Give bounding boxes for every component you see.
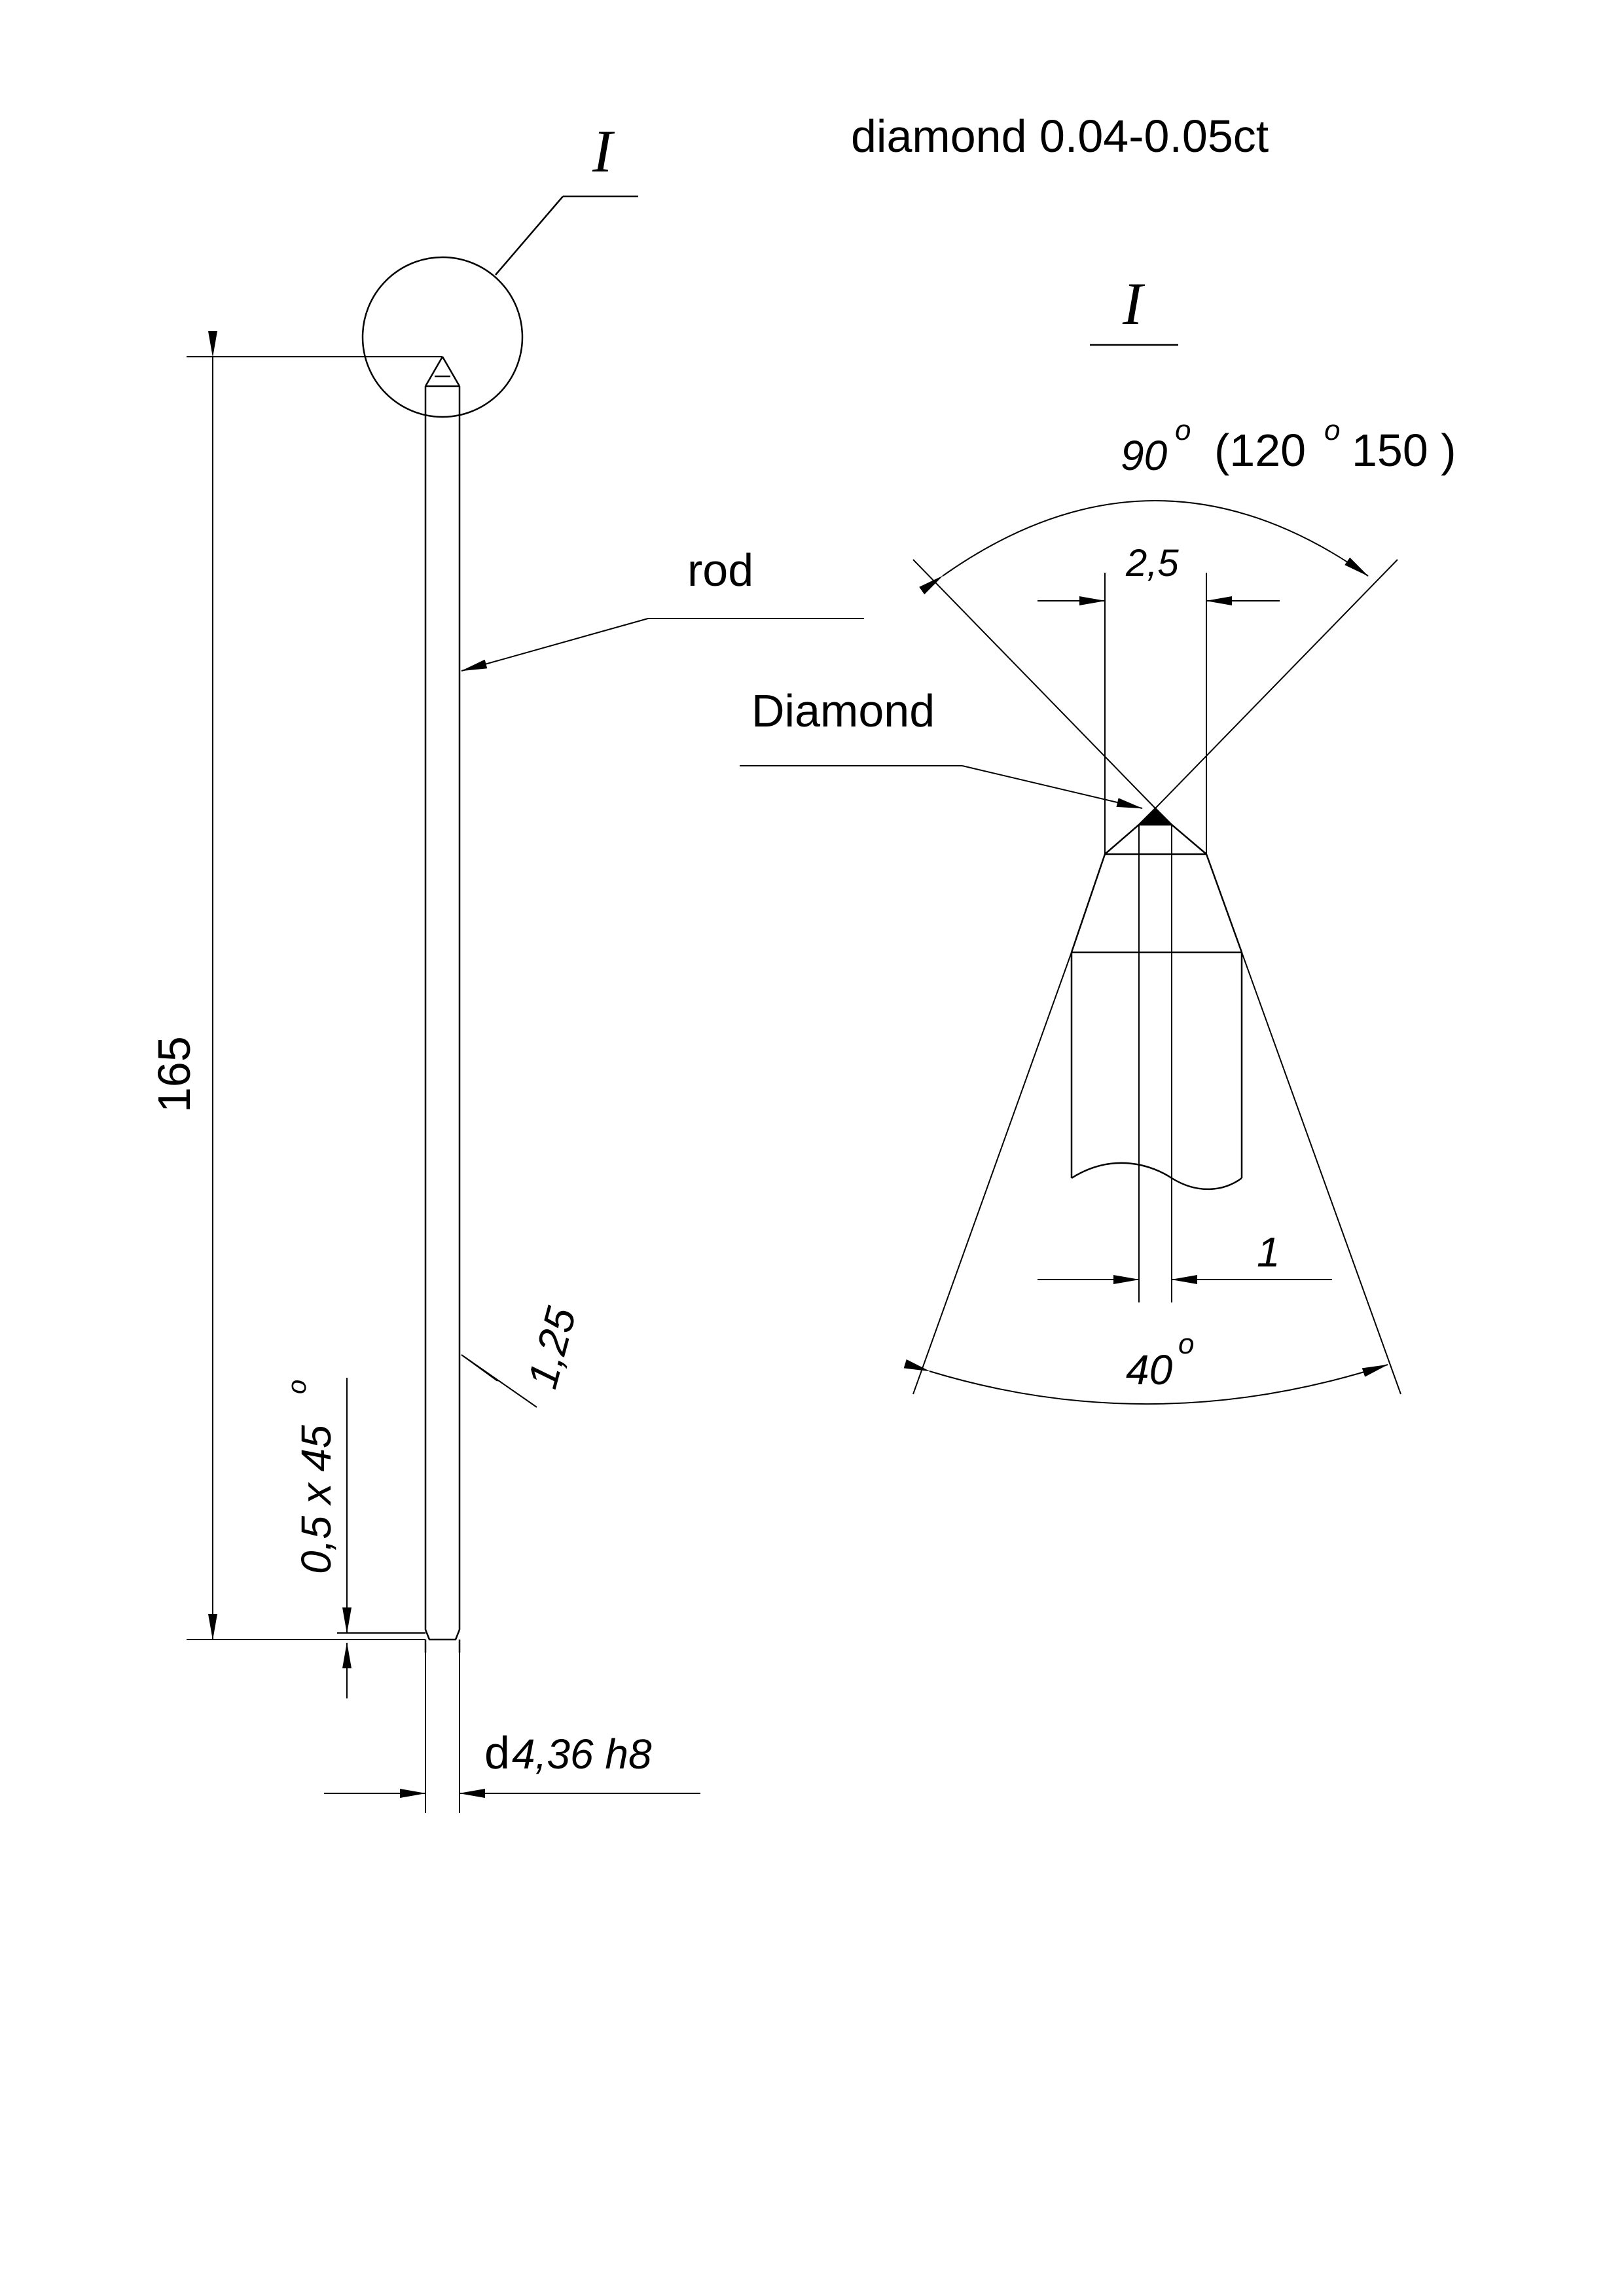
angle-alt-deg: o xyxy=(1324,414,1340,446)
chamfer-dimension xyxy=(337,1378,425,1698)
header-note: diamond 0.04-0.05ct xyxy=(851,111,1269,162)
length-dim-text: 165 xyxy=(149,1036,200,1113)
angle-40-text: 40 xyxy=(1126,1346,1173,1393)
width-dimension xyxy=(1038,573,1280,854)
small-dim-text: 1 xyxy=(1257,1229,1280,1276)
angle-alt-close: 150 ) xyxy=(1352,425,1456,476)
taper-angle-lines xyxy=(903,952,1401,1405)
diamond-leader xyxy=(740,765,1143,809)
roughness-text: 1,25 xyxy=(518,1302,585,1393)
angle-40-deg: o xyxy=(1178,1328,1194,1360)
angle-90-text: 90 xyxy=(1121,432,1168,479)
detail-tip xyxy=(1070,807,1243,1302)
detail-title: I xyxy=(1122,270,1146,337)
diameter-prefix: d xyxy=(484,1727,510,1778)
rod-body xyxy=(424,356,461,1653)
rod-leader xyxy=(461,618,864,672)
detail-callout xyxy=(361,195,638,418)
diameter-dimension xyxy=(324,1653,700,1813)
width-dim-text: 2,5 xyxy=(1125,542,1179,584)
detail-marker: I xyxy=(592,118,615,185)
chamfer-dim-text: 0,5 x 45 xyxy=(293,1425,340,1574)
tip-angle-lines xyxy=(912,500,1398,809)
chamfer-deg-mark: o xyxy=(283,1380,312,1394)
roughness-symbol xyxy=(461,1354,537,1408)
diameter-value: 4,36 h8 xyxy=(512,1731,652,1778)
length-dimension xyxy=(187,331,442,1640)
rod-label: rod xyxy=(687,545,753,596)
angle-90-deg: o xyxy=(1175,414,1191,446)
diamond-label: Diamond xyxy=(751,685,935,736)
angle-alt-open: (120 xyxy=(1214,425,1306,476)
